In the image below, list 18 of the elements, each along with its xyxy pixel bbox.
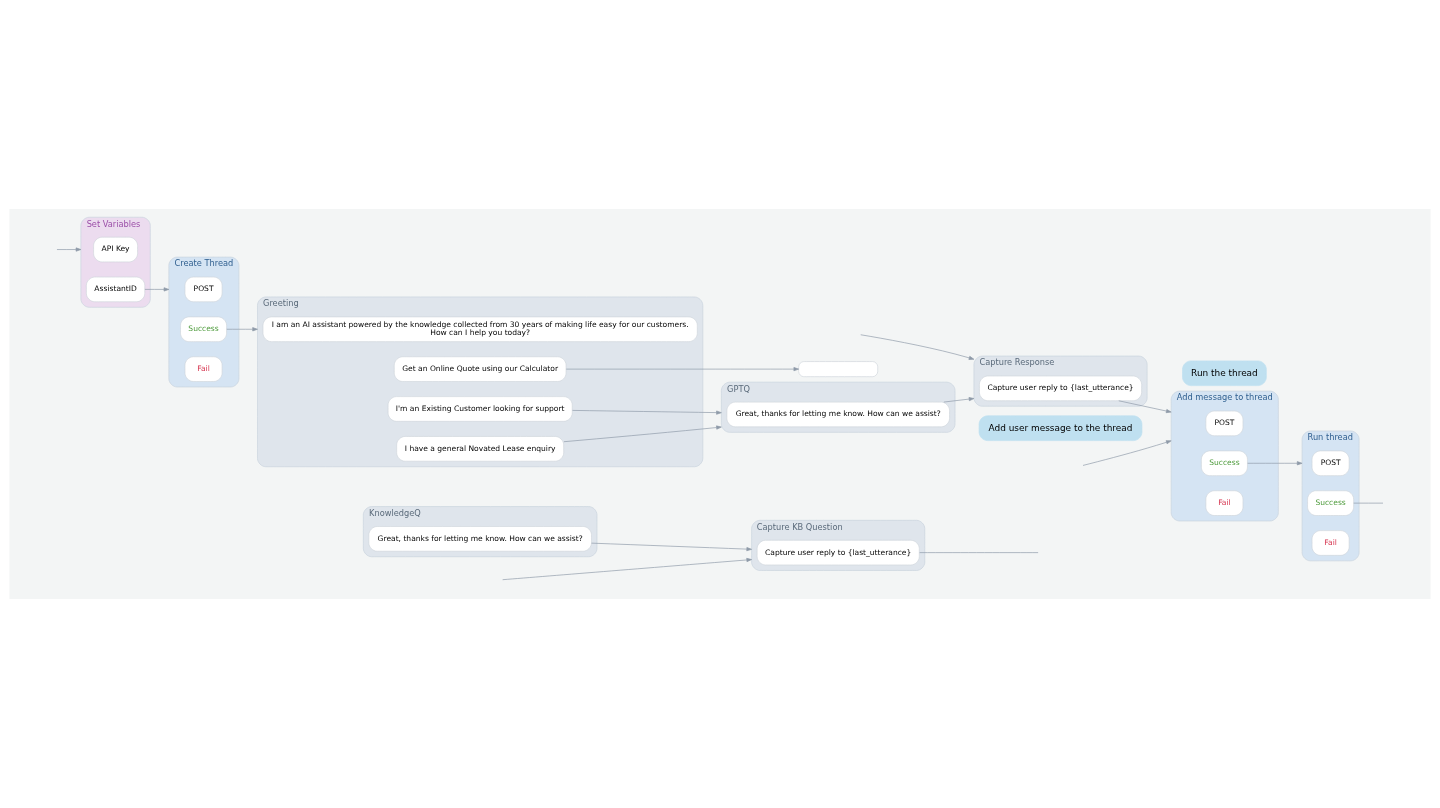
arrow [56, 247, 82, 252]
arrow [563, 425, 722, 443]
arrow [1247, 461, 1303, 466]
arrow [502, 557, 752, 581]
node-box: Add user message to the thread [978, 415, 1143, 441]
node-box [798, 361, 879, 378]
arrow [860, 334, 975, 360]
arrow [144, 287, 170, 292]
arrow [591, 542, 752, 552]
arrow [226, 327, 258, 332]
arrow [565, 367, 800, 372]
connector [919, 552, 1039, 553]
arrow [572, 410, 722, 415]
arrow [1082, 440, 1172, 466]
node-box: Run the thread [1182, 360, 1267, 386]
connector [1353, 502, 1384, 504]
arrow [1118, 400, 1172, 414]
arrow [943, 397, 975, 403]
